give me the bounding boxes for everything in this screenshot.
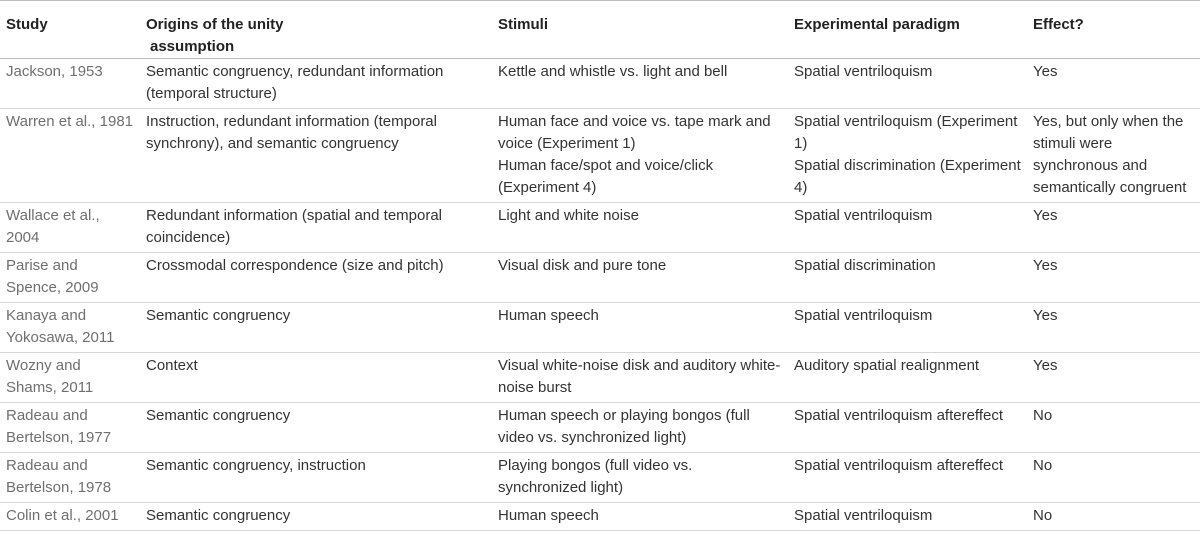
cell-origin: Semantic congruency, instruction xyxy=(146,457,366,474)
table-body: Jackson, 1953 Semantic congruency, redund… xyxy=(0,59,1200,531)
cell-origin: Semantic congruency xyxy=(146,407,291,424)
header-paradigm: Experimental paradigm xyxy=(794,16,960,33)
paradigm-entry: Spatial ventriloquism xyxy=(794,207,933,224)
stimuli-entry: Human speech or playing bongos (full vid… xyxy=(498,407,750,446)
stimuli-entry: Human face/spot and voice/click (Experim… xyxy=(498,157,714,196)
cell-stimuli: Human speech xyxy=(492,503,788,531)
table-row: Jackson, 1953 Semantic congruency, redund… xyxy=(0,59,1200,109)
cell-stimuli: Light and white noise xyxy=(492,203,788,253)
cell-effect: Yes xyxy=(1033,63,1058,80)
cell-effect: Yes, but only when the stimuli were sync… xyxy=(1033,113,1187,196)
table-row: Radeau and Bertelson, 1977 Semantic congr… xyxy=(0,403,1200,453)
cell-paradigm: Spatial ventriloquism xyxy=(788,503,1027,531)
cell-origin: Instruction, redundant information (temp… xyxy=(146,113,437,152)
paradigm-entry: Auditory spatial realignment xyxy=(794,357,980,374)
cell-effect: Yes xyxy=(1033,307,1058,324)
cell-study: Warren et al., 1981 xyxy=(6,113,134,130)
table-row: Wallace et al., 2004 Redundant informatio… xyxy=(0,203,1200,253)
paradigm-entry: Spatial ventriloquism xyxy=(794,63,933,80)
cell-study: Kanaya and Yokosawa, 2011 xyxy=(6,307,115,346)
cell-stimuli: Human speech or playing bongos (full vid… xyxy=(492,403,788,453)
paradigm-entry: Spatial ventriloquism xyxy=(794,307,933,324)
paradigm-entry: Spatial discrimination (Experiment 4) xyxy=(794,157,1021,196)
cell-origin: Context xyxy=(146,357,198,374)
paradigm-entry: Spatial ventriloquism aftereffect xyxy=(794,407,1003,424)
cell-origin: Semantic congruency, redundant informati… xyxy=(146,63,444,102)
cell-paradigm: Spatial ventriloquism xyxy=(788,59,1027,109)
cell-paradigm: Auditory spatial realignment xyxy=(788,353,1027,403)
cell-stimuli: Visual disk and pure tone xyxy=(492,253,788,303)
cell-stimuli: Playing bongos (full video vs. synchroni… xyxy=(492,453,788,503)
cell-origin: Semantic congruency xyxy=(146,307,291,324)
paradigm-entry: Spatial ventriloquism xyxy=(794,507,933,524)
cell-stimuli: Visual white-noise disk and auditory whi… xyxy=(492,353,788,403)
stimuli-entry: Visual disk and pure tone xyxy=(498,257,667,274)
cell-effect: No xyxy=(1033,457,1053,474)
cell-paradigm: Spatial ventriloquism aftereffect xyxy=(788,403,1027,453)
cell-paradigm: Spatial ventriloquism aftereffect xyxy=(788,453,1027,503)
cell-paradigm: Spatial ventriloquism xyxy=(788,203,1027,253)
table-row: Parise and Spence, 2009 Crossmodal corres… xyxy=(0,253,1200,303)
header-study: Study xyxy=(6,16,48,33)
table-row: Colin et al., 2001 Semantic congruency Hum… xyxy=(0,503,1200,531)
cell-study: Colin et al., 2001 xyxy=(6,507,119,524)
cell-paradigm: Spatial discrimination xyxy=(788,253,1027,303)
cell-origin: Crossmodal correspondence (size and pitc… xyxy=(146,257,444,274)
table-row: Kanaya and Yokosawa, 2011 Semantic congru… xyxy=(0,303,1200,353)
stimuli-entry: Human speech xyxy=(498,507,599,524)
stimuli-entry: Light and white noise xyxy=(498,207,639,224)
cell-effect: No xyxy=(1033,507,1053,524)
header-stimuli: Stimuli xyxy=(498,16,549,33)
cell-paradigm: Spatial ventriloquism xyxy=(788,303,1027,353)
header-origin-line1: Origins of the unity xyxy=(146,16,284,33)
cell-effect: Yes xyxy=(1033,357,1058,374)
cell-stimuli: Human face and voice vs. tape mark and v… xyxy=(492,109,788,203)
table-row: Wozny and Shams, 2011 Context Visual white… xyxy=(0,353,1200,403)
cell-origin: Semantic congruency xyxy=(146,507,291,524)
cell-effect: Yes xyxy=(1033,257,1058,274)
cell-paradigm: Spatial ventriloquism (Experiment 1) Spat… xyxy=(788,109,1027,203)
cell-study: Parise and Spence, 2009 xyxy=(6,257,99,296)
table-row: Radeau and Bertelson, 1978 Semantic congr… xyxy=(0,453,1200,503)
cell-study: Radeau and Bertelson, 1977 xyxy=(6,407,112,446)
stimuli-entry: Visual white-noise disk and auditory whi… xyxy=(498,357,781,396)
header-row: Study Origins of the unity assumption St… xyxy=(0,0,1200,59)
header-origin-line2: assumption xyxy=(150,38,235,55)
cell-stimuli: Human speech xyxy=(492,303,788,353)
cell-study: Jackson, 1953 xyxy=(6,63,103,80)
header-origin: Origins of the unity assumption xyxy=(140,1,492,59)
stimuli-entry: Playing bongos (full video vs. synchroni… xyxy=(498,457,693,496)
stimuli-entry: Kettle and whistle vs. light and bell xyxy=(498,63,728,80)
header-effect: Effect? xyxy=(1033,16,1084,33)
cell-origin: Redundant information (spatial and tempo… xyxy=(146,207,443,246)
cell-effect: No xyxy=(1033,407,1053,424)
paradigm-entry: Spatial ventriloquism (Experiment 1) xyxy=(794,113,1018,152)
paradigm-entry: Spatial discrimination xyxy=(794,257,936,274)
cell-stimuli: Kettle and whistle vs. light and bell xyxy=(492,59,788,109)
table-header: Study Origins of the unity assumption St… xyxy=(0,0,1200,59)
stimuli-entry: Human face and voice vs. tape mark and v… xyxy=(498,113,771,152)
cell-study: Radeau and Bertelson, 1978 xyxy=(6,457,112,496)
cell-effect: Yes xyxy=(1033,207,1058,224)
cell-study: Wallace et al., 2004 xyxy=(6,207,100,246)
stimuli-entry: Human speech xyxy=(498,307,599,324)
cell-study: Wozny and Shams, 2011 xyxy=(6,357,94,396)
paradigm-entry: Spatial ventriloquism aftereffect xyxy=(794,457,1003,474)
table-row: Warren et al., 1981 Instruction, redundan… xyxy=(0,109,1200,203)
